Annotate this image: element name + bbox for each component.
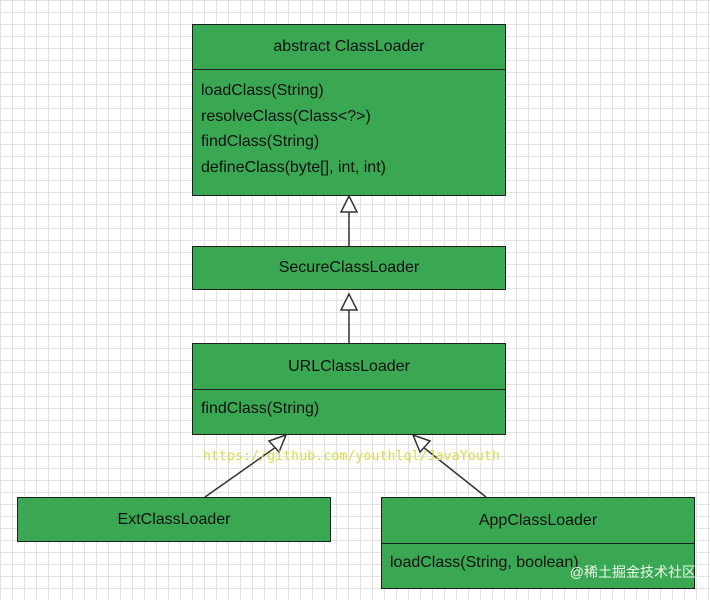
class-box-extclassloader: ExtClassLoader — [17, 497, 331, 542]
inheritance-arrow-secure — [339, 292, 359, 311]
method-resolveclass: resolveClass(Class<?>) — [201, 107, 371, 125]
method-list-urlclassloader: findClass(String) — [193, 389, 505, 433]
class-box-classloader: abstract ClassLoader loadClass(String) r… — [192, 24, 506, 196]
method-loadclass: loadClass(String) — [201, 82, 324, 99]
method-defineclass: defineClass(byte[], int, int) — [201, 158, 386, 176]
method-list-appclassloader: loadClass(String, boolean) — [382, 543, 694, 587]
method-loadclass-app: loadClass(String, boolean) — [390, 554, 579, 571]
class-box-appclassloader: AppClassLoader loadClass(String, boolean… — [381, 497, 695, 589]
juejin-logo-watermark: @稀土掘金技术社区 — [569, 564, 696, 580]
inheritance-arrow-classloader — [339, 194, 359, 213]
class-title-appclassloader: AppClassLoader — [478, 511, 598, 529]
class-box-urlclassloader: URLClassLoader findClass(String) — [192, 343, 506, 435]
class-title-extclassloader: ExtClassLoader — [117, 510, 231, 528]
connector-app-to-url — [422, 446, 487, 498]
class-title-classloader: abstract ClassLoader — [273, 38, 425, 55]
class-title-secureclassloader: SecureClassLoader — [278, 259, 420, 276]
class-title-urlclassloader: URLClassLoader — [288, 357, 410, 375]
class-box-secureclassloader: SecureClassLoader — [192, 246, 506, 290]
method-list-classloader: loadClass(String) resolveClass(Class<?>)… — [193, 69, 505, 195]
inheritance-arrow-url-right — [411, 433, 432, 454]
method-findclass: findClass(String) — [201, 133, 320, 150]
method-findclass-url: findClass(String) — [201, 400, 320, 417]
watermark-url: https://github.com/youthlql/JavaYouth — [203, 449, 500, 464]
connector-ext-to-url — [204, 446, 277, 498]
inheritance-arrow-url-left — [267, 433, 288, 454]
